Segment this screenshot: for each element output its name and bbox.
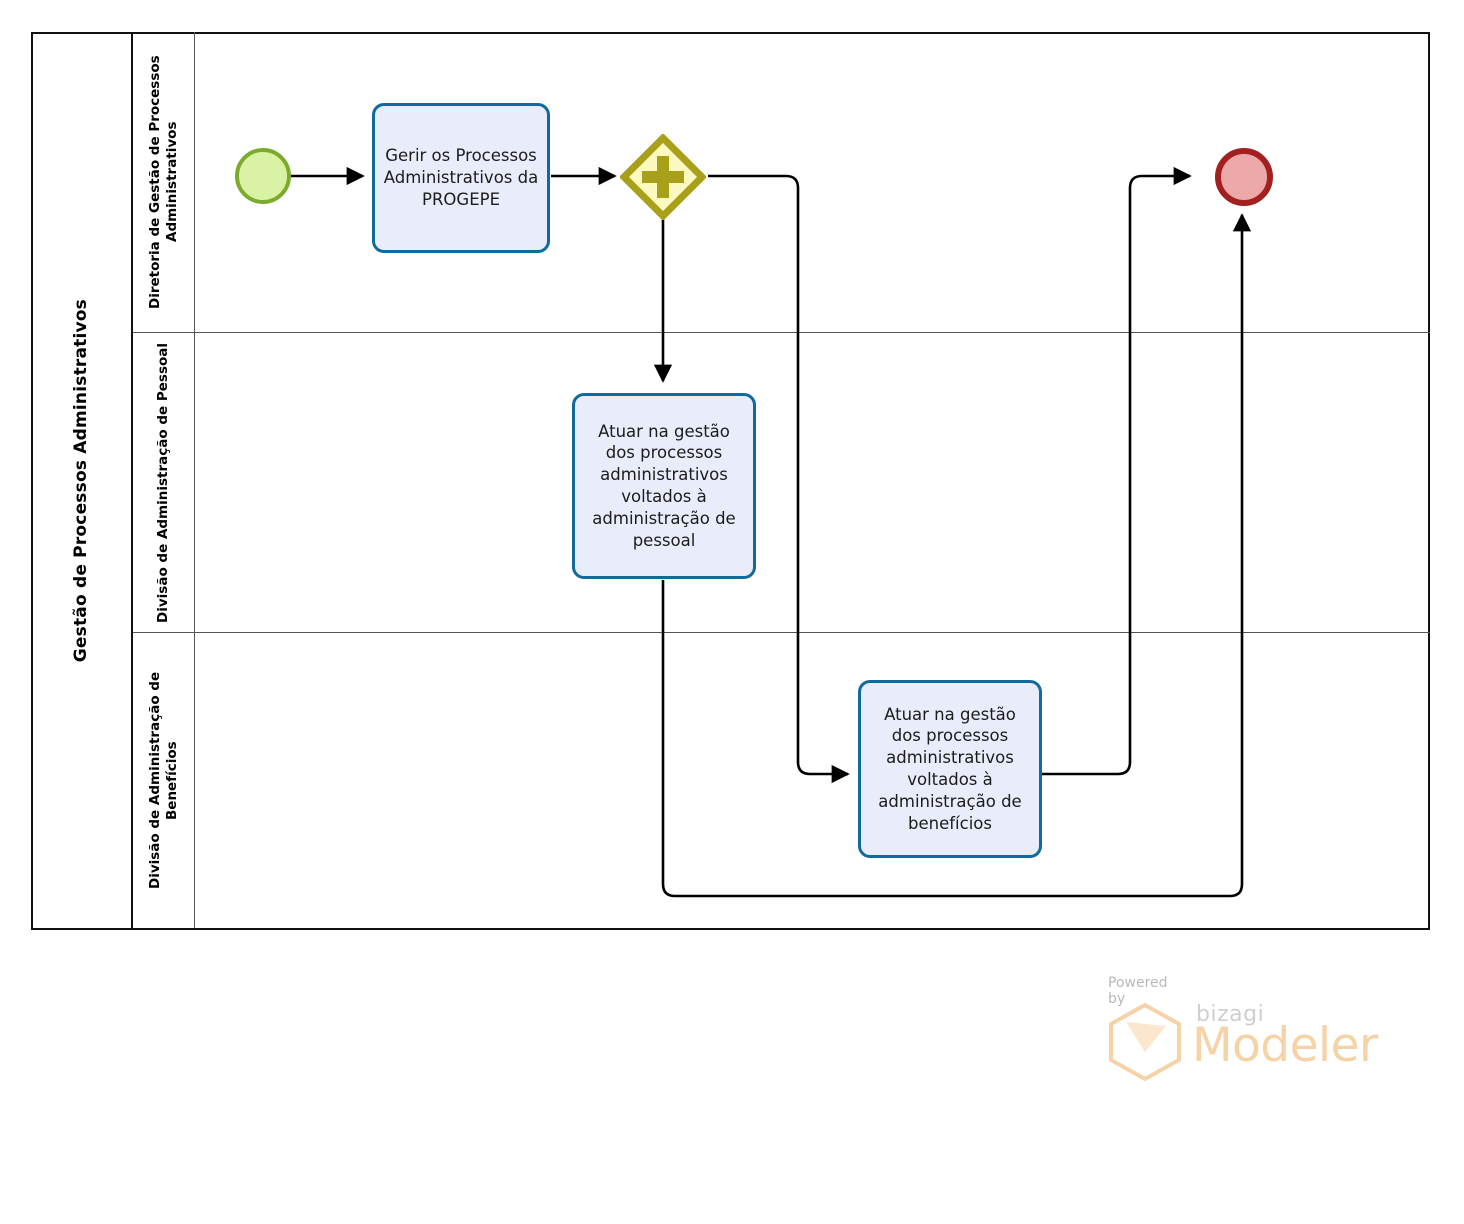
lane-label-pessoal-text: Divisão de Administração de Pessoal xyxy=(155,342,172,623)
task-atuar-pessoal[interactable]: Atuar na gestão dos processos administra… xyxy=(572,393,756,579)
lane-label-diretoria-text: Diretoria de Gestão de Processos Adminis… xyxy=(146,55,180,309)
start-event[interactable] xyxy=(235,148,291,204)
parallel-gateway[interactable] xyxy=(620,134,706,220)
task-gerir-processos[interactable]: Gerir os Processos Administrativos da PR… xyxy=(372,103,550,253)
task-atuar-beneficios[interactable]: Atuar na gestão dos processos administra… xyxy=(858,680,1042,858)
gateway-plus-icon xyxy=(642,156,684,198)
lane-pessoal xyxy=(133,332,1430,632)
lane-label-beneficios: Divisão de Administração de Benefícios xyxy=(133,632,195,928)
bizagi-hexagon-icon xyxy=(1109,1002,1181,1082)
task-gerir-processos-label: Gerir os Processos Administrativos da PR… xyxy=(383,146,539,209)
lane-label-pessoal: Divisão de Administração de Pessoal xyxy=(133,332,195,632)
task-atuar-pessoal-label: Atuar na gestão dos processos administra… xyxy=(592,421,736,550)
bizagi-wordmark: bizagi xyxy=(1196,1002,1265,1027)
end-event[interactable] xyxy=(1215,148,1273,206)
pool-title: Gestão de Processos Administrativos xyxy=(71,299,91,663)
lane-label-diretoria: Diretoria de Gestão de Processos Adminis… xyxy=(133,32,195,332)
task-atuar-beneficios-label: Atuar na gestão dos processos administra… xyxy=(878,704,1022,833)
lane-label-beneficios-text: Divisão de Administração de Benefícios xyxy=(146,671,180,890)
lane-beneficios xyxy=(133,632,1430,928)
powered-by-label: Powered by xyxy=(1108,975,1168,1007)
modeler-wordmark: Modeler xyxy=(1192,1018,1378,1073)
pool-title-bar: Gestão de Processos Administrativos xyxy=(31,32,133,930)
